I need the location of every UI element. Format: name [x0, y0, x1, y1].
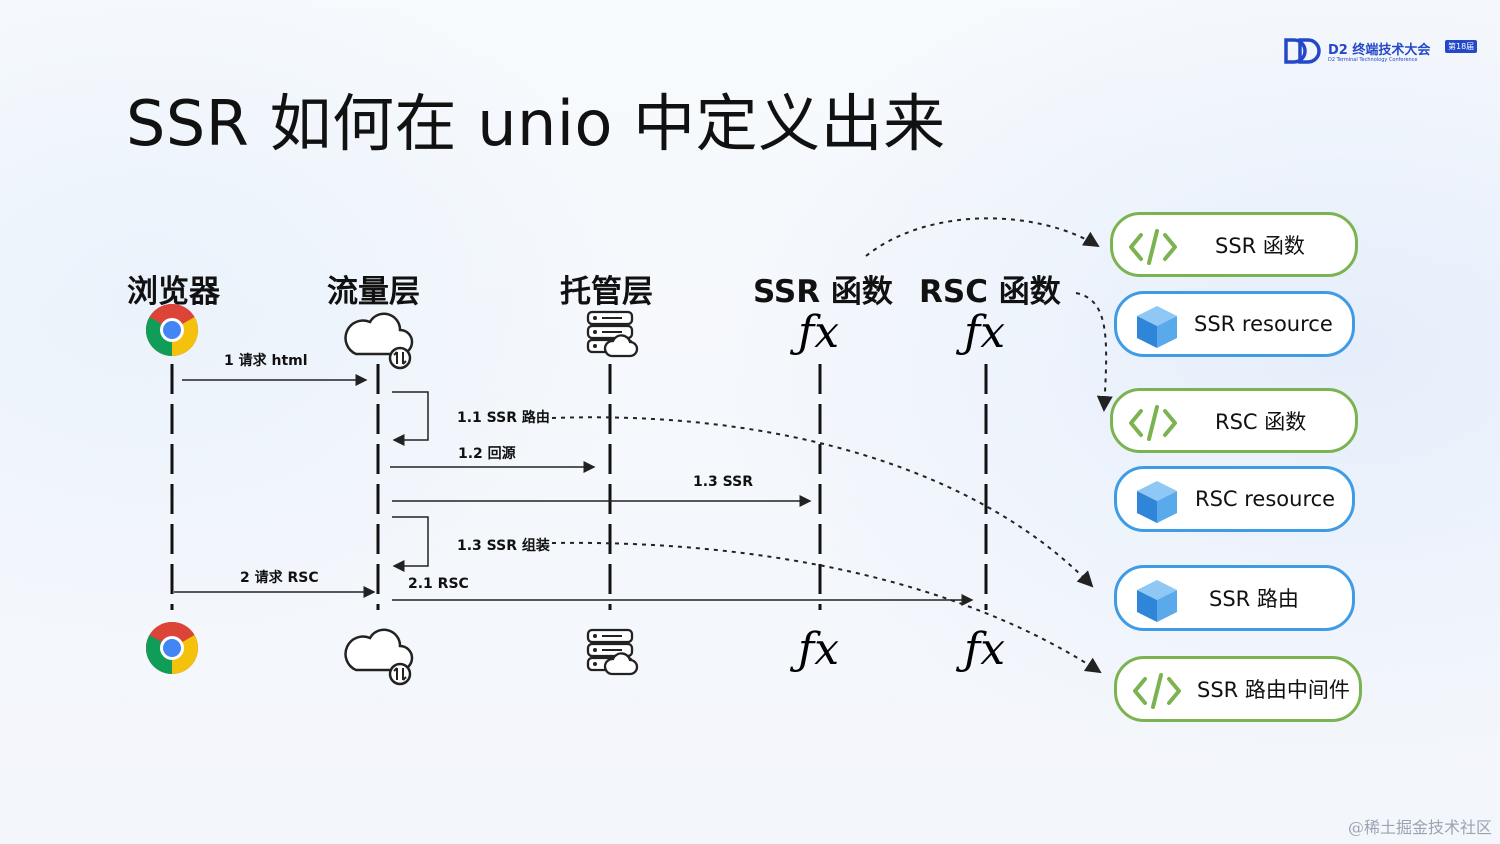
watermark: @稀土掘金技术社区 [1347, 818, 1492, 837]
message-label: 1.3 SSR 组装 [457, 538, 550, 554]
card-ssr-resource: SSR resource [1114, 291, 1355, 357]
card-label: SSR resource [1194, 312, 1333, 336]
col-label-hosting: 托管层 [560, 274, 653, 310]
message-label: 2.1 RSC [408, 576, 469, 592]
code-icon [1129, 229, 1177, 265]
dotted-connectors [551, 217, 1113, 674]
card-label: SSR 函数 [1215, 233, 1305, 258]
col-label-traffic: 流量层 [327, 274, 420, 310]
server-cloud-icon [586, 310, 639, 358]
lifelines [170, 364, 988, 610]
d2-logo-icon [1284, 38, 1321, 64]
code-icon [1129, 405, 1177, 441]
message-label: 1.3 SSR [693, 474, 753, 490]
col-label-browser: 浏览器 [127, 274, 220, 310]
cloud-sync-icon [344, 312, 414, 370]
message-label: 2 请求 RSC [240, 570, 319, 586]
function-fx-icon: ƒx [789, 624, 839, 675]
server-cloud-icon [586, 628, 639, 676]
cube-icon [1137, 580, 1177, 622]
card-ssr-route: SSR 路由 [1114, 565, 1355, 631]
message-label: 1.1 SSR 路由 [457, 410, 550, 426]
code-icon [1133, 673, 1181, 709]
card-label: RSC 函数 [1215, 409, 1307, 434]
card-label: SSR 路由 [1209, 587, 1299, 611]
logo-subtitle: D2 Terminal Technology Conference [1328, 57, 1418, 63]
cube-icon [1137, 306, 1177, 348]
chrome-icon [146, 304, 198, 356]
col-label-rsc-function: RSC 函数 [919, 274, 1061, 310]
message-label: 1.2 回源 [458, 446, 516, 462]
function-fx-icon: ƒx [789, 307, 839, 358]
card-label: RSC resource [1195, 487, 1336, 511]
col-label-ssr-function: SSR 函数 [753, 274, 893, 310]
card-rsc-resource: RSC resource [1114, 466, 1355, 532]
conference-logo: D2 终端技术大会 第18届 D2 Terminal Technology Co… [1284, 38, 1484, 68]
card-ssr-route-middleware: SSR 路由中间件 [1114, 656, 1362, 722]
card-rsc-function: RSC 函数 [1110, 388, 1358, 453]
card-label: SSR 路由中间件 [1197, 678, 1350, 702]
logo-badge: 第18届 [1445, 40, 1478, 53]
function-fx-icon: ƒx [955, 307, 1005, 358]
card-ssr-function: SSR 函数 [1110, 212, 1358, 277]
function-fx-icon: ƒx [955, 624, 1005, 675]
chrome-icon [146, 622, 198, 674]
logo-name: D2 终端技术大会 [1328, 43, 1431, 58]
message-arrows [174, 374, 974, 606]
page-title: SSR 如何在 unio 中定义出来 [126, 87, 946, 160]
message-label: 1 请求 html [224, 353, 308, 369]
cloud-sync-icon [344, 628, 414, 686]
cube-icon [1137, 481, 1177, 523]
